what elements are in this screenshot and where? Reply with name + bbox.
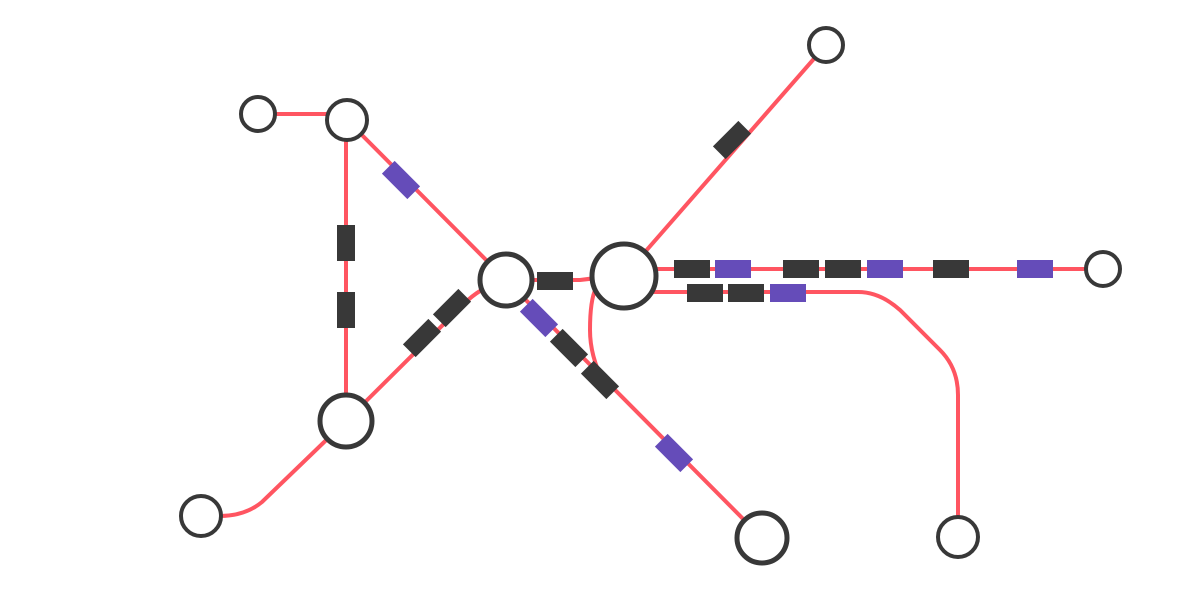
train-purple[interactable] — [770, 284, 806, 302]
train-purple[interactable] — [715, 260, 751, 278]
train-dark[interactable] — [337, 225, 355, 261]
train-dark[interactable] — [825, 260, 861, 278]
train-purple[interactable] — [867, 260, 903, 278]
train-dark[interactable] — [674, 260, 710, 278]
line-segment — [622, 290, 960, 539]
station-circle[interactable] — [325, 98, 369, 142]
train-dark[interactable] — [549, 328, 589, 368]
line-segment — [344, 278, 508, 423]
train-purple[interactable] — [654, 433, 694, 473]
train-dark[interactable] — [337, 292, 355, 328]
train-dark[interactable] — [728, 284, 764, 302]
line-segment — [622, 43, 828, 278]
stations — [179, 26, 1122, 566]
station-circle[interactable] — [589, 241, 659, 311]
train-dark[interactable] — [933, 260, 969, 278]
train-purple[interactable] — [519, 298, 559, 338]
station-circle[interactable] — [477, 251, 535, 309]
train-dark[interactable] — [687, 284, 723, 302]
station-circle[interactable] — [317, 392, 375, 450]
station-circle[interactable] — [936, 515, 980, 559]
train-dark[interactable] — [712, 120, 752, 160]
trains — [337, 120, 1053, 473]
station-circle[interactable] — [734, 510, 790, 566]
station-circle[interactable] — [179, 494, 223, 538]
line-segment — [345, 118, 508, 282]
train-dark[interactable] — [402, 318, 442, 358]
station-circle[interactable] — [807, 26, 845, 64]
train-purple[interactable] — [381, 160, 421, 200]
train-dark[interactable] — [537, 272, 573, 290]
station-circle[interactable] — [1084, 250, 1122, 288]
train-dark[interactable] — [432, 288, 472, 328]
train-purple[interactable] — [1017, 260, 1053, 278]
train-dark[interactable] — [580, 360, 620, 400]
train-dark[interactable] — [783, 260, 819, 278]
station-circle[interactable] — [239, 95, 277, 133]
